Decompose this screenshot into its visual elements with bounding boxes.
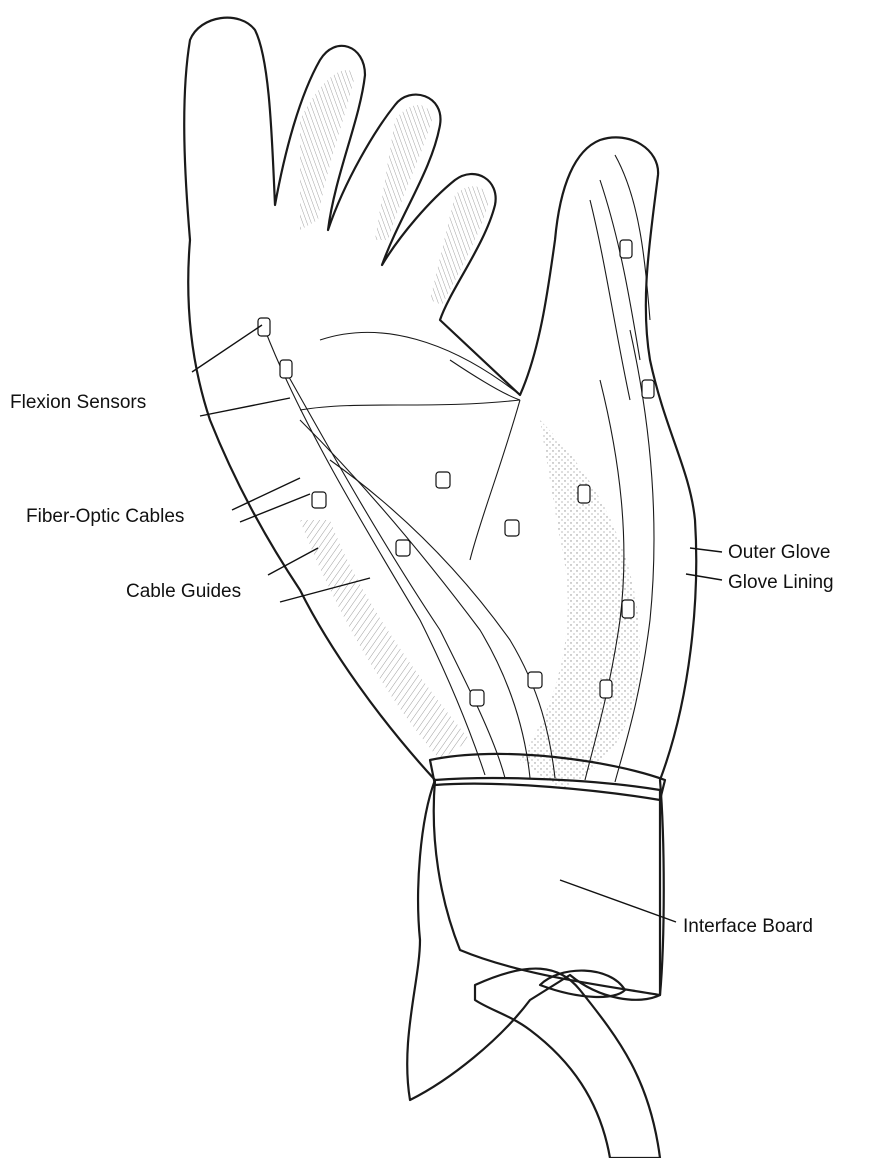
- callout-labels: Flexion Sensors Fiber-Optic Cables Cable…: [10, 392, 834, 937]
- label-glove-lining: Glove Lining: [728, 572, 834, 593]
- label-cable-guides: Cable Guides: [126, 581, 241, 602]
- glove: [183, 16, 698, 1158]
- flexion-sensor: [621, 599, 635, 619]
- wrist-cuff-fold: [428, 752, 667, 802]
- wrist-opening: [538, 969, 627, 998]
- flexion-sensor: [577, 484, 591, 504]
- leader-cable-guides-2: [279, 577, 371, 603]
- leader-cable-guides-1: [267, 547, 319, 576]
- palm-creases: [299, 331, 521, 561]
- flexion-sensor: [641, 379, 655, 399]
- leader-glove-lining: [685, 573, 723, 581]
- fiber-cable: [584, 379, 625, 781]
- flexion-sensor: [311, 491, 327, 509]
- leader-outer-glove: [689, 547, 723, 553]
- leader-fiber-optic-2: [239, 493, 311, 523]
- glove-outline: [183, 16, 698, 1102]
- wrist-shading: [300, 520, 470, 760]
- ribbon-cable: [473, 967, 662, 1158]
- fiber-cable: [614, 329, 655, 783]
- flexion-sensor: [279, 359, 293, 379]
- leader-flexion-sensors-1: [191, 324, 263, 373]
- flexion-sensor: [599, 679, 613, 699]
- flexion-sensor: [619, 239, 633, 259]
- flexion-sensor: [435, 471, 451, 489]
- finger-hatching: [300, 70, 489, 305]
- wrist-cuff: [432, 776, 662, 997]
- flexion-sensor: [504, 519, 520, 537]
- fiber-cable: [264, 329, 486, 776]
- flexion-sensor-blocks: [257, 239, 655, 707]
- fiber-optic-cables: [257, 239, 655, 783]
- leader-lines: [191, 324, 723, 923]
- fiber-cable: [299, 419, 531, 779]
- label-flexion-sensors: Flexion Sensors: [10, 392, 146, 413]
- thumb-details: [589, 154, 651, 401]
- label-outer-glove: Outer Glove: [728, 542, 830, 563]
- fiber-cable: [329, 459, 556, 779]
- flexion-sensor: [527, 671, 543, 689]
- leader-flexion-sensors-2: [199, 397, 291, 417]
- label-interface-board: Interface Board: [683, 916, 813, 937]
- label-fiber-optic-cables: Fiber-Optic Cables: [26, 506, 184, 527]
- leader-fiber-optic-1: [231, 477, 301, 511]
- leader-interface-board: [559, 879, 677, 923]
- flexion-sensor: [395, 539, 411, 557]
- flexion-sensor: [469, 689, 485, 707]
- fiber-cable: [284, 369, 506, 779]
